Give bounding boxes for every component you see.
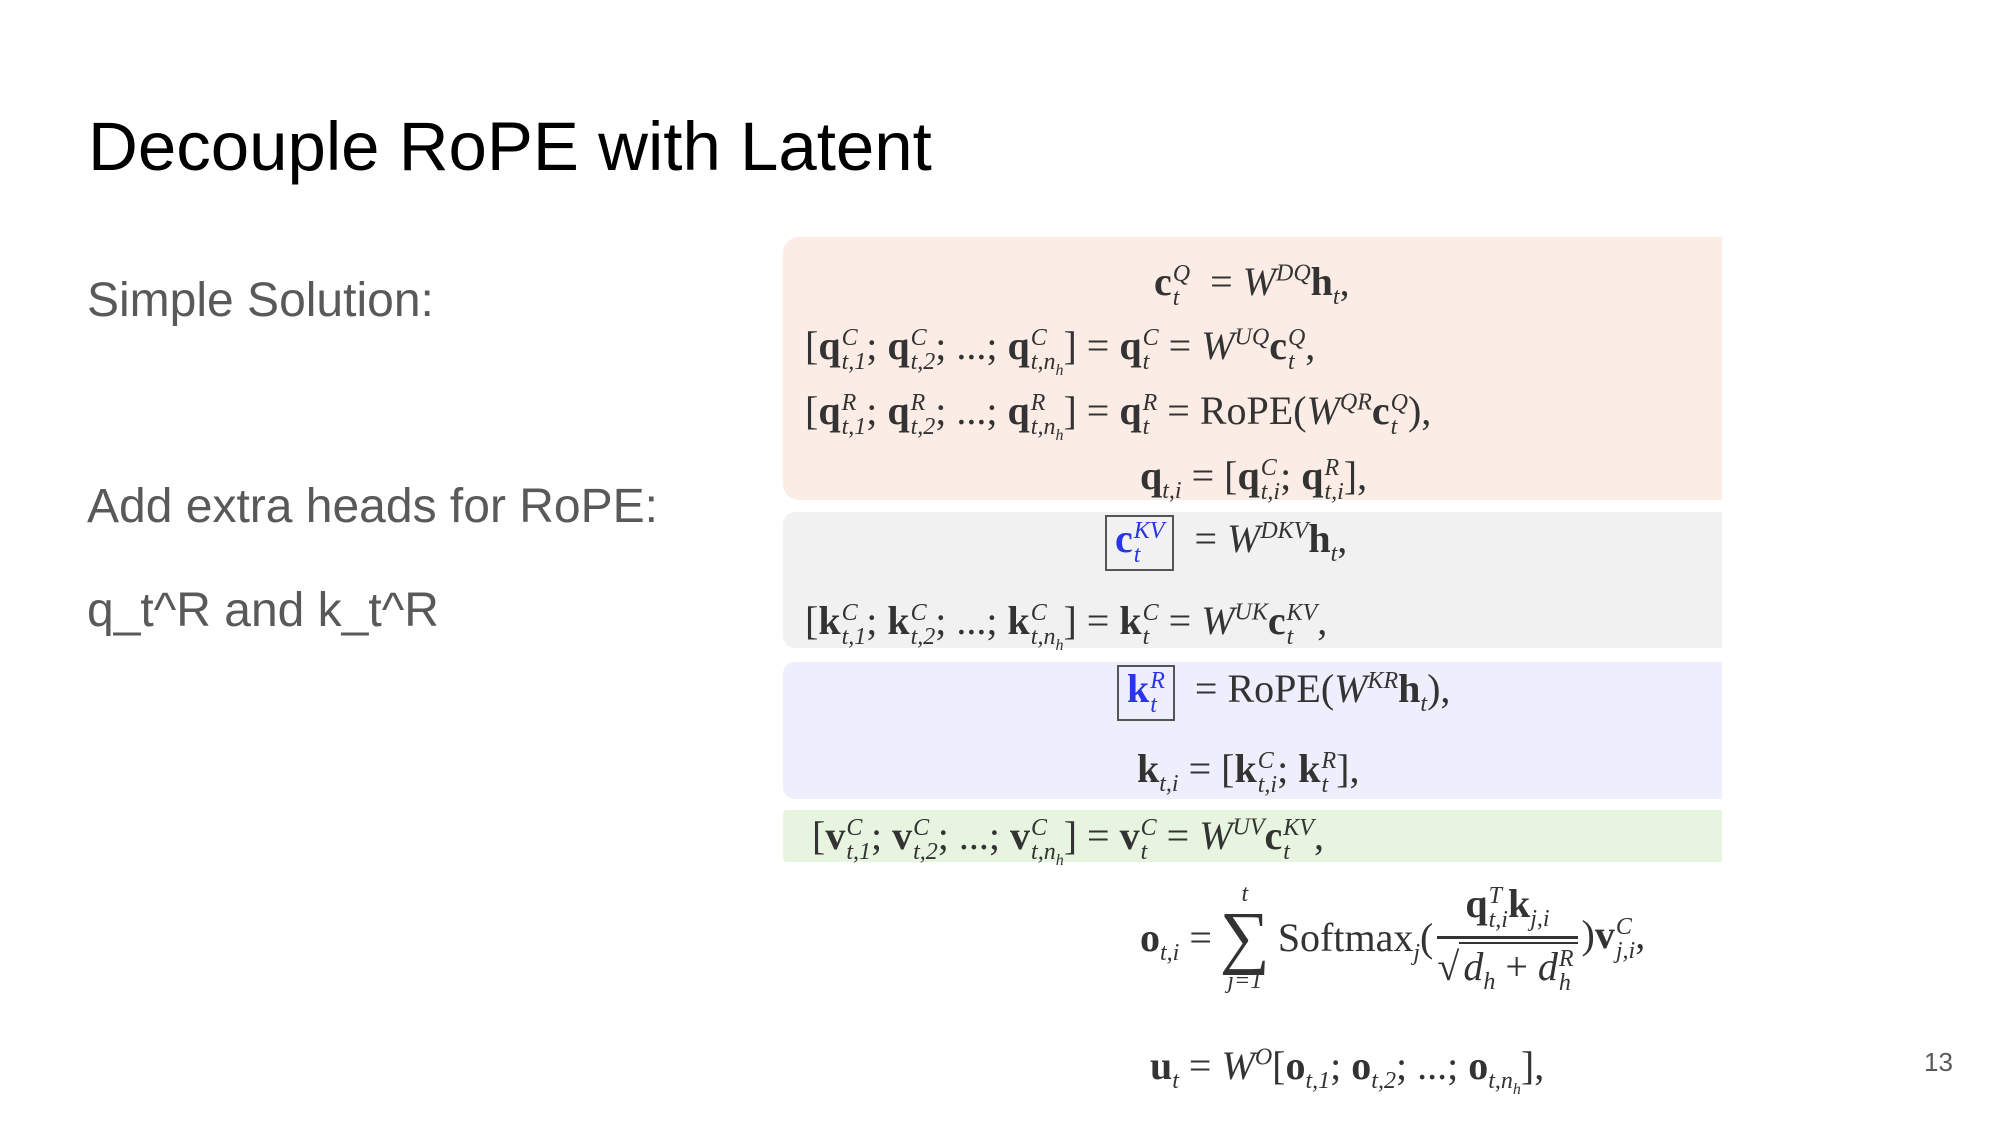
kv-latent-equations-panel	[783, 512, 1722, 648]
page-number: 13	[1924, 1047, 1953, 1077]
body-text-qr-kr: q_t^R and k_t^R	[87, 584, 439, 637]
eq-output-projection: ut = WO[ot,1; ot,2; ...; ot,nh],	[1150, 1043, 1545, 1098]
key-rope-equations-panel	[783, 662, 1722, 799]
summation: t ∑ j=1	[1219, 880, 1270, 994]
slide-title: Decouple RoPE with Latent	[88, 108, 932, 185]
body-text-simple-solution: Simple Solution:	[87, 274, 434, 327]
query-equations-panel	[783, 237, 1722, 500]
body-text-extra-heads: Add extra heads for RoPE:	[87, 480, 658, 533]
value-equations-panel	[783, 810, 1722, 862]
